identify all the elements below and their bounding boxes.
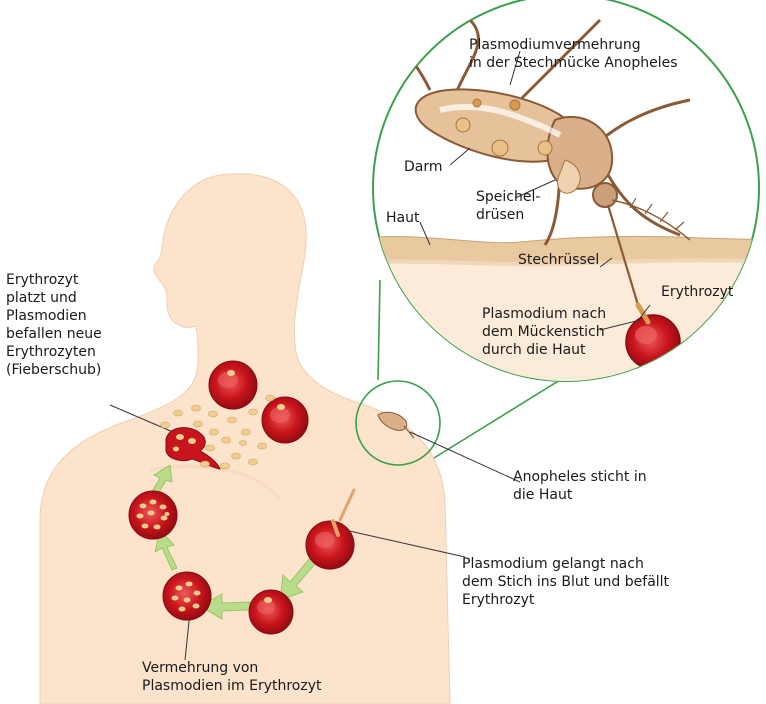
label-line: durch die Haut [482, 341, 606, 359]
label-skin: Haut [386, 209, 419, 227]
label-line: die Haut [513, 486, 647, 504]
label-gut: Darm [404, 158, 443, 176]
label-line: in der Stechmücke Anopheles [469, 54, 678, 72]
label-line: Erythrozyt [462, 591, 669, 609]
label-erythrocyte-bursts: Erythrozyt platzt und Plasmodien befalle… [6, 271, 102, 379]
label-line: Erythrozyten [6, 343, 102, 361]
red-blood-cell-icon [209, 361, 257, 409]
label-line: Vermehrung von [142, 659, 321, 677]
label-anopheles-bites: Anopheles sticht in die Haut [513, 468, 647, 504]
red-blood-cell-icon [163, 572, 211, 620]
red-blood-cell-icon [129, 491, 177, 539]
label-line: Anopheles sticht in [513, 468, 647, 486]
label-line: befallen neue [6, 325, 102, 343]
label-line: drüsen [476, 206, 540, 224]
label-salivary-glands: Speichel- drüsen [476, 188, 540, 224]
label-reproduction-in-erythrocyte: Vermehrung von Plasmodien im Erythrozyt [142, 659, 321, 695]
label-line: (Fieberschub) [6, 361, 102, 379]
label-line: platzt und [6, 289, 102, 307]
red-blood-cell-icon [249, 590, 293, 634]
label-mosquito-reproduction: Plasmodiumvermehrung in der Stechmücke A… [469, 36, 678, 72]
label-line: Plasmodium gelangt nach [462, 555, 669, 573]
label-line: Plasmodium nach [482, 305, 606, 323]
label-plasmodium-after-bite: Plasmodium nach dem Mückenstich durch di… [482, 305, 606, 359]
label-proboscis: Stechrüssel [518, 251, 599, 269]
label-plasmodium-enters-blood: Plasmodium gelangt nach dem Stich ins Bl… [462, 555, 669, 609]
label-line: Plasmodien im Erythrozyt [142, 677, 321, 695]
label-line: dem Stich ins Blut und befällt [462, 573, 669, 591]
red-blood-cell-icon [262, 397, 308, 443]
label-line: dem Mückenstich [482, 323, 606, 341]
label-line: Erythrozyt [6, 271, 102, 289]
red-blood-cell-icon [306, 521, 354, 569]
label-line: Plasmodiumvermehrung [469, 36, 678, 54]
label-line: Speichel- [476, 188, 540, 206]
label-line: Plasmodien [6, 307, 102, 325]
label-erythrocyte-inset: Erythrozyt [661, 283, 733, 301]
